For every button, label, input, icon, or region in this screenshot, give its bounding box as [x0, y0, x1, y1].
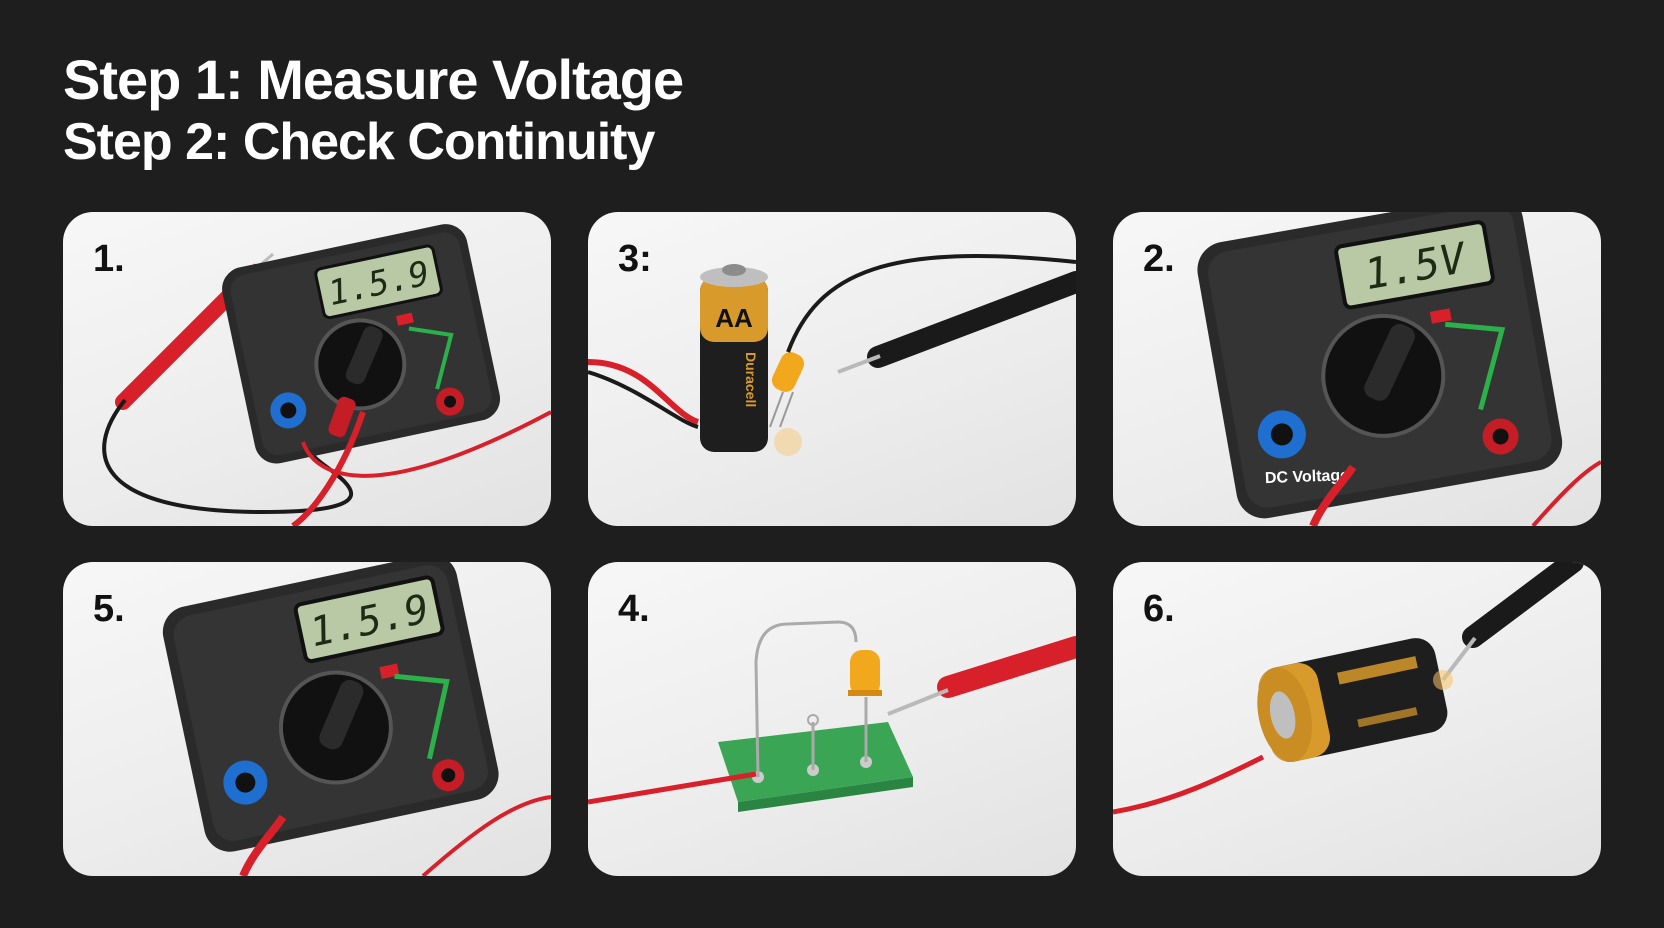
led-icon: [848, 650, 882, 696]
battery-icon: [1257, 638, 1448, 762]
black-probe-icon: [1433, 562, 1584, 690]
panel-number: 2.: [1143, 238, 1175, 280]
red-probe-icon: [887, 636, 1076, 716]
battery-brand: Duracell: [743, 352, 759, 407]
panel-number: 6.: [1143, 588, 1175, 630]
panel-number: 3:: [618, 238, 652, 280]
panel-number: 1.: [93, 238, 125, 280]
circuit-board-icon: [718, 620, 913, 812]
title-step-1: Step 1: Measure Voltage: [63, 48, 684, 111]
panel-4: 1.5.9 5.: [63, 562, 551, 876]
panel-2: AA Duracell 3:: [588, 212, 1076, 526]
led-icon: [769, 352, 805, 456]
battery-label: AA: [715, 303, 753, 333]
aa-battery-icon: AA Duracell: [700, 264, 768, 452]
multimeter-icon: 1.5.9: [162, 562, 499, 852]
panel-5: 4.: [588, 562, 1076, 876]
panel-number: 5.: [93, 588, 125, 630]
multimeter-icon: 1.5.9: [222, 224, 501, 464]
panel-6: 6.: [1113, 562, 1601, 876]
led-board-illustration: [588, 620, 1076, 812]
black-probe-icon: [786, 254, 1076, 374]
multimeter-illustration: 1.5.9: [102, 224, 551, 526]
mode-label: DC Voltage: [1265, 467, 1350, 487]
multimeter-closeup-illustration: 1.5V DC Voltage: [1197, 212, 1601, 526]
title-step-2: Step 2: Check Continuity: [63, 113, 655, 171]
battery-led-illustration: AA Duracell: [588, 254, 1076, 456]
multimeter-illustration: 1.5.9: [162, 562, 551, 876]
panel-3: 1.5V DC Voltage 2.: [1113, 212, 1601, 526]
multimeter-icon: 1.5V DC Voltage: [1197, 212, 1563, 519]
panel-1: 1.5.9 1.: [63, 212, 551, 526]
panel-number: 4.: [618, 588, 650, 630]
battery-probe-illustration: [1113, 562, 1584, 815]
title-block: Step 1: Measure Voltage Step 2: Check Co…: [63, 48, 684, 172]
